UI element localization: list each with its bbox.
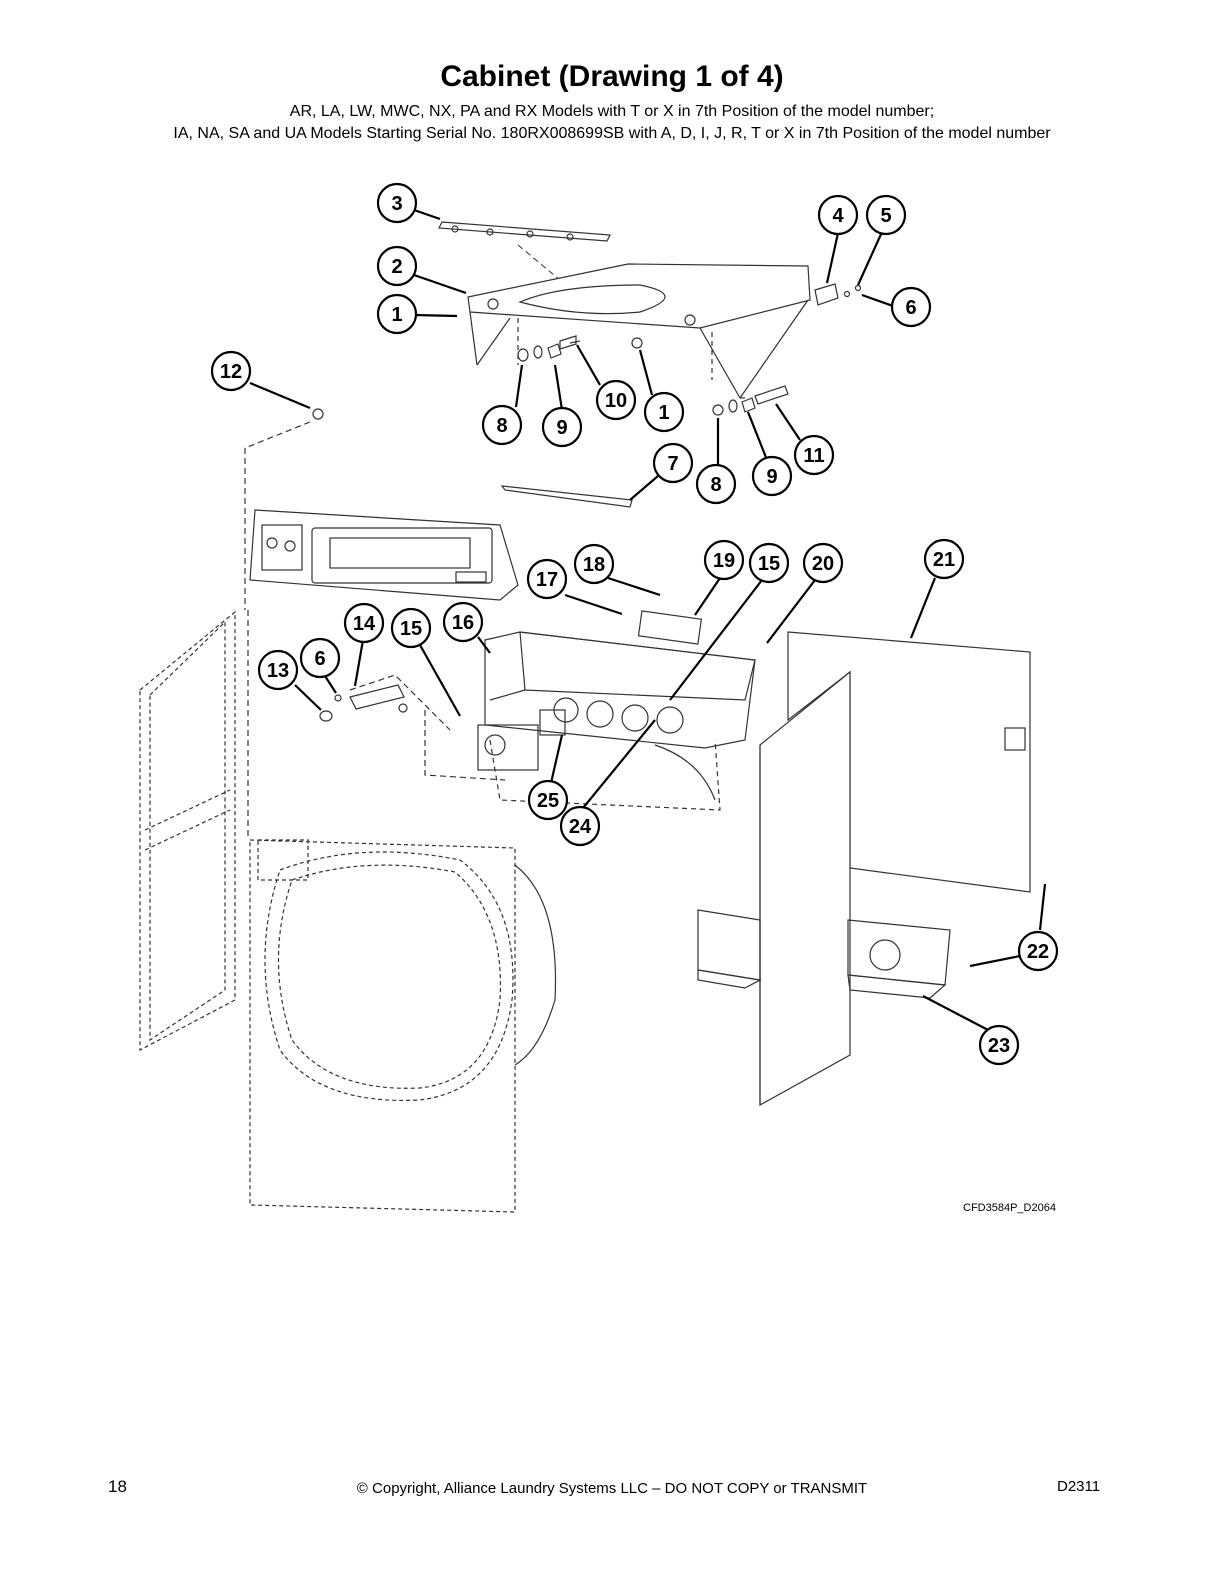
svg-text:25: 25 <box>537 790 559 812</box>
callout-6a: 6 <box>890 286 932 328</box>
callout-12: 12 <box>210 350 252 392</box>
callout-19: 19 <box>703 539 745 581</box>
fastener-group-right <box>712 385 789 416</box>
callout-9a: 9 <box>541 406 583 448</box>
svg-text:11: 11 <box>803 445 824 467</box>
callout-10: 10 <box>595 379 637 421</box>
callout-20: 20 <box>802 542 844 584</box>
svg-text:1: 1 <box>658 402 669 424</box>
callout-14: 14 <box>343 602 385 644</box>
model-applicability-line-2: IA, NA, SA and UA Models Starting Serial… <box>173 125 1051 142</box>
callout-8a: 8 <box>481 404 523 446</box>
callout-15a: 15 <box>748 542 790 584</box>
svg-text:3: 3 <box>391 193 402 215</box>
svg-text:4: 4 <box>832 205 844 227</box>
callout-6b: 6 <box>299 637 341 679</box>
callout-18: 18 <box>573 543 615 585</box>
support-rod <box>500 485 633 508</box>
svg-text:9: 9 <box>766 466 777 488</box>
svg-text:12: 12 <box>220 361 242 383</box>
callout-8b: 8 <box>695 463 737 505</box>
top-trim-strip <box>438 221 611 242</box>
callout-4: 4 <box>817 194 859 236</box>
callout-7: 7 <box>652 442 694 484</box>
model-applicability-line-1: AR, LA, LW, MWC, NX, PA and RX Models wi… <box>289 103 935 120</box>
page-title: Cabinet (Drawing 1 of 4) <box>440 60 784 93</box>
callout-16: 16 <box>442 601 484 643</box>
svg-text:19: 19 <box>713 550 735 572</box>
front-panel-door <box>249 839 516 1213</box>
svg-text:7: 7 <box>667 453 678 475</box>
svg-text:5: 5 <box>880 205 891 227</box>
svg-text:10: 10 <box>605 390 627 412</box>
left-side-frame <box>139 610 236 1051</box>
svg-text:18: 18 <box>583 554 605 576</box>
callout-17: 17 <box>526 558 568 600</box>
control-console <box>249 509 519 601</box>
page-number: 18 <box>108 1477 127 1496</box>
svg-text:24: 24 <box>569 816 592 838</box>
hinge-bracket-middle <box>319 684 408 722</box>
svg-text:14: 14 <box>353 613 376 635</box>
callout-1b: 1 <box>643 391 685 433</box>
callout-13: 13 <box>257 649 299 691</box>
svg-text:9: 9 <box>556 417 567 439</box>
fastener-group-left <box>517 335 643 362</box>
svg-text:6: 6 <box>905 297 916 319</box>
svg-text:15: 15 <box>758 553 780 575</box>
svg-text:16: 16 <box>452 612 474 634</box>
svg-text:20: 20 <box>812 553 834 575</box>
callout-23: 23 <box>978 1024 1020 1066</box>
callout-3: 3 <box>376 182 418 224</box>
hinge-bracket-top <box>814 283 862 306</box>
svg-text:23: 23 <box>988 1035 1010 1057</box>
callout-21: 21 <box>923 538 965 580</box>
top-panel <box>467 263 811 399</box>
control-box-assembly <box>477 610 756 811</box>
callout-24: 24 <box>559 805 601 847</box>
callout-1a: 1 <box>376 293 418 335</box>
svg-text:13: 13 <box>267 660 289 682</box>
svg-text:17: 17 <box>536 569 558 591</box>
svg-text:8: 8 <box>496 415 507 437</box>
copyright-notice: © Copyright, Alliance Laundry Systems LL… <box>356 1480 868 1497</box>
svg-text:6: 6 <box>314 648 325 670</box>
callout-15b: 15 <box>390 607 432 649</box>
callout-2: 2 <box>376 245 418 287</box>
callout-11: 11 <box>793 434 835 476</box>
svg-text:22: 22 <box>1027 941 1049 963</box>
callout-25: 25 <box>527 779 569 821</box>
document-id: D2311 <box>1057 1478 1101 1495</box>
svg-text:1: 1 <box>391 304 402 326</box>
svg-text:15: 15 <box>400 618 422 640</box>
svg-text:2: 2 <box>391 256 402 278</box>
right-side-panel <box>697 670 951 1107</box>
callout-9b: 9 <box>751 455 793 497</box>
svg-text:21: 21 <box>933 549 955 571</box>
knob-fastener <box>312 408 324 420</box>
callout-22: 22 <box>1017 930 1059 972</box>
callout-5: 5 <box>865 194 907 236</box>
svg-text:8: 8 <box>710 474 721 496</box>
drawing-code: CFD3584P_D2064 <box>963 1202 1056 1214</box>
